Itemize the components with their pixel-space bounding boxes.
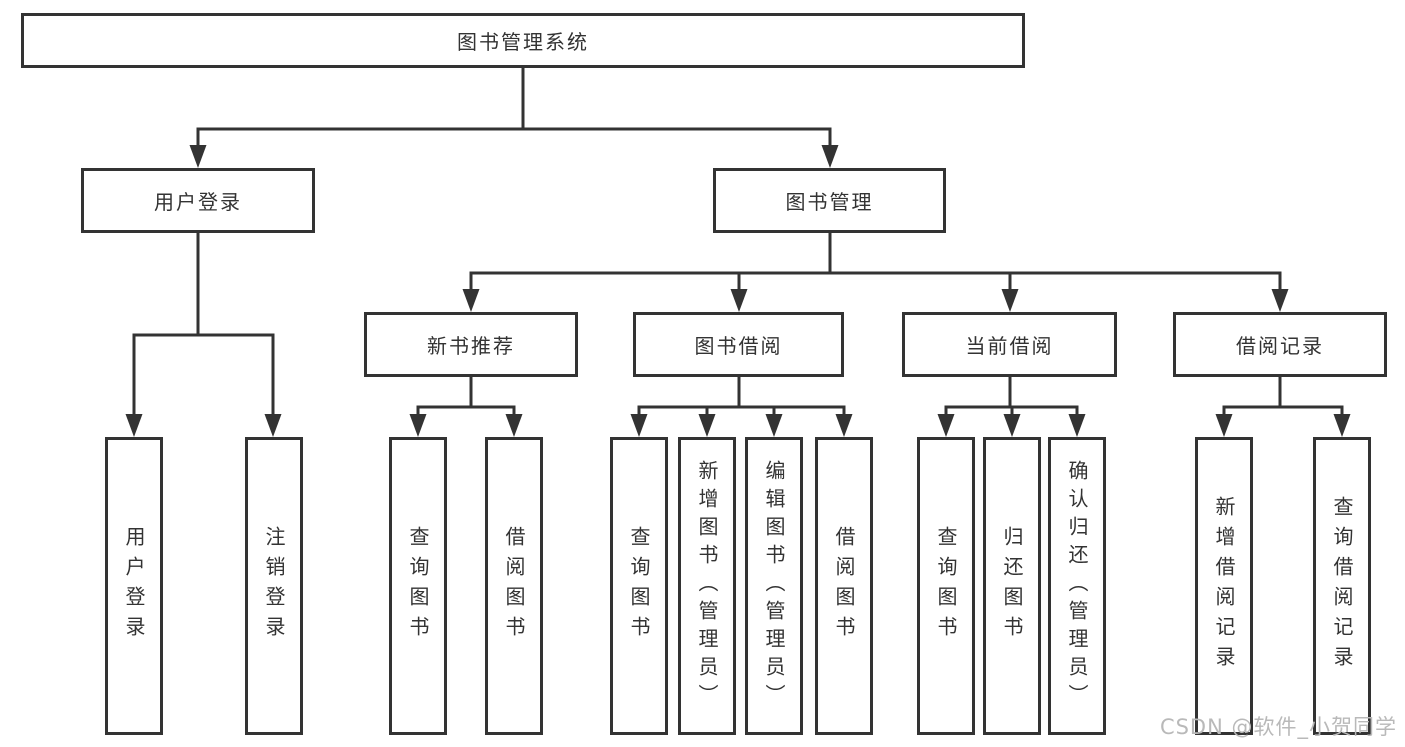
arrow-leaf-query-book-rec [409,414,427,437]
connector-bookborrow-to-leaves [637,377,846,418]
arrow-borrow-records [1271,289,1289,312]
arrow-leaf-query-borrow-record [1333,414,1351,437]
node-leaf-return-book-label: 归还图书 [1000,526,1024,646]
arrow-leaf-query-book-current [937,414,955,437]
node-leaf-confirm-return-admin-label: 确认归还（管理员） [1065,460,1089,712]
arrow-current-borrow [1001,289,1019,312]
node-leaf-add-borrow-record: 新增借阅记录 [1195,437,1253,735]
csdn-watermark: CSDN @软件_小贺同学 [1159,715,1397,739]
node-root-label: 图书管理系统 [457,30,589,54]
connector-bookmgmt-to-level3 [469,233,1282,293]
arrow-leaf-return-book [1003,414,1021,437]
connector-root-to-level2 [196,68,832,148]
connector-borrowrecords-to-leaves [1222,377,1344,418]
node-leaf-add-book-admin: 新增图书（管理员） [678,437,736,735]
node-book-management-label: 图书管理 [785,190,874,214]
arrow-leaf-user-login [125,414,143,437]
node-borrow-records: 借阅记录 [1173,312,1387,377]
node-new-book-recommend: 新书推荐 [364,312,578,377]
arrow-leaf-borrow-book-borrow [835,414,853,437]
node-current-borrow: 当前借阅 [902,312,1117,377]
arrow-leaf-query-book-borrow [630,414,648,437]
arrowheads [125,145,1351,437]
arrow-leaf-add-book [698,414,716,437]
node-leaf-borrow-book-borrow-label: 借阅图书 [832,526,856,646]
arrow-new-book-recommend [462,289,480,312]
node-leaf-add-borrow-record-label: 新增借阅记录 [1212,496,1236,676]
node-book-management: 图书管理 [713,168,946,233]
node-leaf-add-book-admin-label: 新增图书（管理员） [695,460,719,712]
node-leaf-edit-book-admin-label: 编辑图书（管理员） [762,460,786,712]
node-root: 图书管理系统 [21,13,1025,68]
node-leaf-logout: 注销登录 [245,437,303,735]
arrow-leaf-edit-book [765,414,783,437]
node-leaf-borrow-book-rec-label: 借阅图书 [502,526,526,646]
node-leaf-query-book-rec-label: 查询图书 [406,526,430,646]
node-leaf-query-book-current: 查询图书 [917,437,975,735]
connector-newbook-to-leaves [416,377,516,418]
node-leaf-borrow-book-borrow: 借阅图书 [815,437,873,735]
node-book-borrow-label: 图书借阅 [694,334,783,358]
node-leaf-query-book-borrow-label: 查询图书 [627,526,651,646]
node-current-borrow-label: 当前借阅 [965,334,1054,358]
node-leaf-edit-book-admin: 编辑图书（管理员） [745,437,803,735]
node-leaf-query-book-rec: 查询图书 [389,437,447,735]
arrow-leaf-borrow-book-rec [505,414,523,437]
node-leaf-user-login: 用户登录 [105,437,163,735]
node-borrow-records-label: 借阅记录 [1236,334,1324,358]
node-leaf-borrow-book-rec: 借阅图书 [485,437,543,735]
node-book-borrow: 图书借阅 [633,312,844,377]
connector-userlogin-to-leaves [132,233,275,418]
node-new-book-recommend-label: 新书推荐 [427,334,515,358]
node-leaf-query-borrow-record-label: 查询借阅记录 [1330,496,1354,676]
node-leaf-query-book-borrow: 查询图书 [610,437,668,735]
node-leaf-user-login-label: 用户登录 [122,526,146,646]
connector-currentborrow-to-leaves [944,377,1079,418]
arrow-book-borrow [730,289,748,312]
node-leaf-logout-label: 注销登录 [262,526,286,646]
node-user-login-label: 用户登录 [154,190,242,214]
arrow-leaf-confirm-return [1068,414,1086,437]
node-leaf-return-book: 归还图书 [983,437,1041,735]
node-leaf-query-book-current-label: 查询图书 [934,526,958,646]
arrow-leaf-logout [264,414,282,437]
node-leaf-confirm-return-admin: 确认归还（管理员） [1048,437,1106,735]
arrow-leaf-add-borrow-record [1215,414,1233,437]
node-leaf-query-borrow-record: 查询借阅记录 [1313,437,1371,735]
arrow-book-management [821,145,839,168]
node-user-login: 用户登录 [81,168,315,233]
arrow-user-login [189,145,207,168]
